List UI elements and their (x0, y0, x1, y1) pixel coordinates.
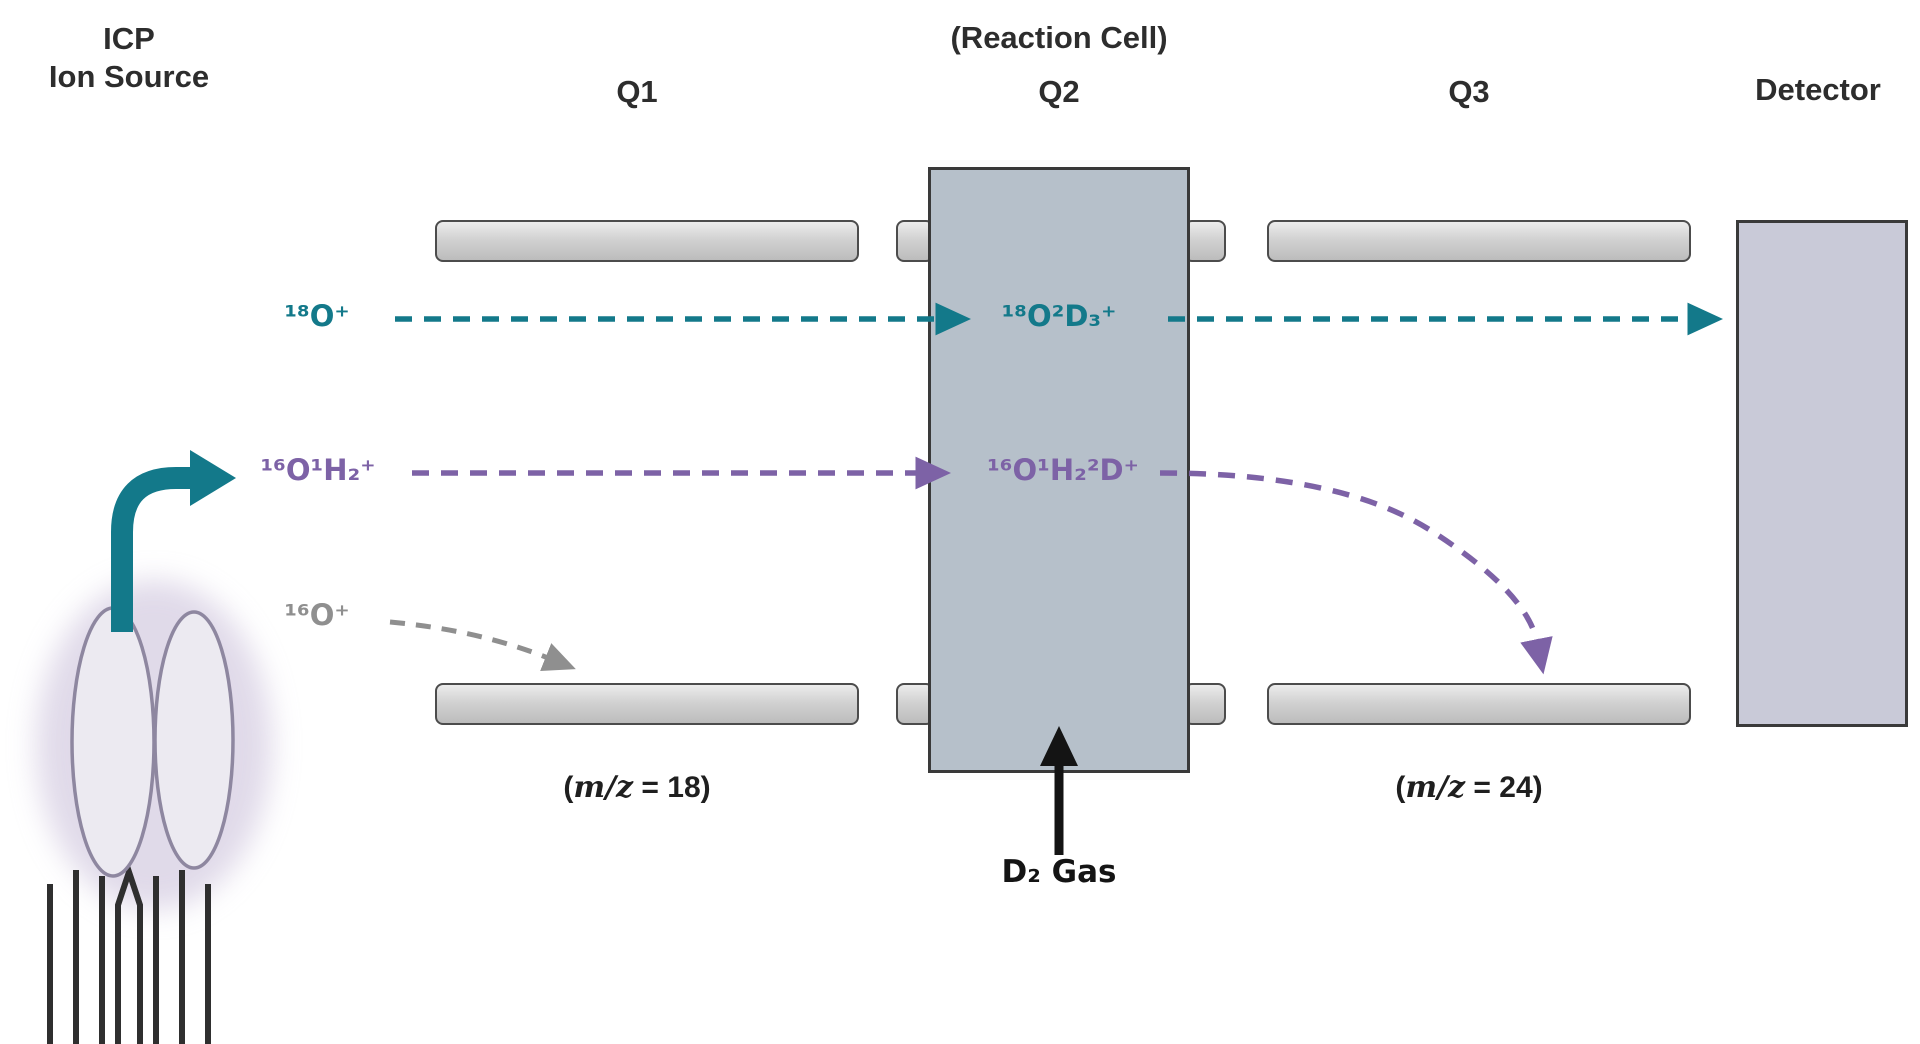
q1-mz-open: ( (563, 771, 574, 804)
q2-stub-rod-bottom-right (1184, 683, 1226, 725)
q1-label: Q1 (616, 74, 658, 109)
q3-top-rod (1267, 220, 1691, 262)
q3-mz-open: ( (1395, 771, 1406, 804)
ion-extraction-arrow (111, 467, 190, 632)
plasma-glow (36, 580, 272, 910)
q3-mz-annotation: (m/z = 24) (1395, 770, 1542, 805)
plasma-ellipse-left (70, 606, 156, 878)
icp-label-line1: ICP (103, 21, 155, 56)
o18-product-ion-label: ¹⁸O²D₃⁺ (1001, 299, 1117, 333)
icp-label-line2: Ion Source (48, 59, 210, 94)
q3-label: Q3 (1448, 74, 1490, 109)
torch-tubes (47, 862, 211, 1044)
q1-bottom-rod (435, 683, 859, 725)
q1-mz-variable: m/z (573, 770, 634, 805)
q2-stub-rod-bottom-left (896, 683, 934, 725)
o16-reject-curve (389, 619, 576, 671)
ion-extraction-arrowhead (190, 450, 236, 506)
q2-label: Q2 (1038, 74, 1080, 109)
q1-mz-annotation: (m/z = 18) (563, 770, 710, 805)
d2-gas-label: D₂ Gas (1001, 854, 1117, 890)
q3-mz-variable: m/z (1405, 770, 1466, 805)
o16h2-product-reject-curve (1159, 470, 1553, 675)
detector-label: Detector (1755, 72, 1881, 107)
q2-stub-rod-top-right (1184, 220, 1226, 262)
q3-bottom-rod (1267, 683, 1691, 725)
o16h2-product-ion-label: ¹⁶O¹H₂²D⁺ (987, 453, 1139, 487)
q1-top-rod (435, 220, 859, 262)
q3-mz-value: = 24) (1465, 771, 1543, 804)
detector-box (1736, 220, 1908, 727)
q1-mz-value: = 18) (633, 771, 711, 804)
torch-injector-nozzle (115, 862, 143, 1044)
plasma-ellipse-right (153, 610, 235, 870)
o16h2-ion-label: ¹⁶O¹H₂⁺ (260, 453, 376, 487)
o16-ion-label: ¹⁶O⁺ (284, 598, 350, 632)
icp-ion-source-label: ICP Ion Source (49, 20, 209, 96)
o18-ion-label: ¹⁸O⁺ (284, 299, 350, 333)
reaction-cell-label: (Reaction Cell) (950, 20, 1168, 55)
q2-stub-rod-top-left (896, 220, 934, 262)
